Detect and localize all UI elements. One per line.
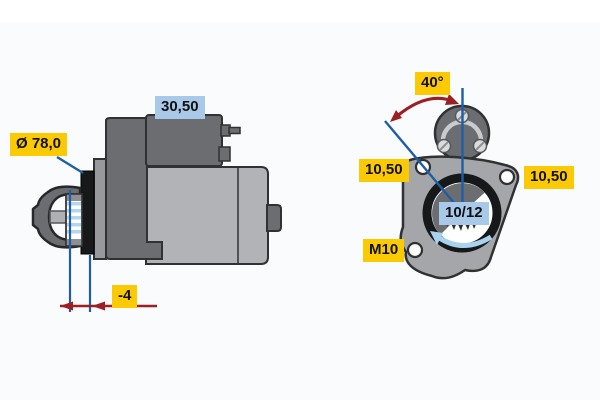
solenoid-terminal-lower [218,146,231,162]
pinion-tooth-stripe [67,209,81,213]
pinion-gear [65,193,83,247]
flange-ring [80,170,95,255]
pinion-border [65,193,83,247]
mounting-plate [93,158,107,260]
label-solenoid-length: 30,50 [155,96,205,119]
dimension-arrow-right-icon [92,301,105,311]
label-pinion-teeth: 10/12 [439,202,489,225]
screw-slot-icon [439,141,449,151]
rotation-arrow [436,234,493,248]
pinion-outline [65,193,83,247]
label-mounting-angle: 40° [415,72,450,95]
rotation-arrow-head-icon [430,231,443,245]
angle-arrow-left-icon [390,110,402,122]
side-view [31,114,282,312]
bolt-hole-top-right [498,168,516,186]
label-thread-size: M10 [363,239,405,262]
pinion-tooth-stripe [67,230,81,234]
pinion-tooth-stripe [67,223,81,227]
angle-arrow-right-icon [445,94,459,105]
diameter-leader-line [56,155,84,175]
label-pinion-offset: -4 [112,285,138,308]
side-view-annotations [56,155,157,312]
screw-slot-icon [475,141,485,151]
label-bolt-hole-right: 10,50 [524,166,574,189]
pinion-tooth-stripe [67,216,81,220]
label-bolt-hole-left: 10,50 [359,159,409,182]
label-flange-diameter: Ø 78,0 [10,133,68,156]
front-view-annotations [384,88,464,205]
solenoid-terminal-pin [228,126,241,135]
rear-shaft-boss [266,204,282,232]
solenoid [145,114,223,167]
armature-shaft [49,210,68,224]
pinion-tooth-stripe [67,202,81,206]
bolt-hole-bottom-left [406,241,424,259]
pinion-cap-bottom [66,239,82,246]
angled-reference-line [384,120,456,205]
pinion-cap-top [66,194,82,201]
front-view [384,88,520,280]
motor-body [145,166,269,265]
dimension-arrow-left-icon [60,301,73,311]
